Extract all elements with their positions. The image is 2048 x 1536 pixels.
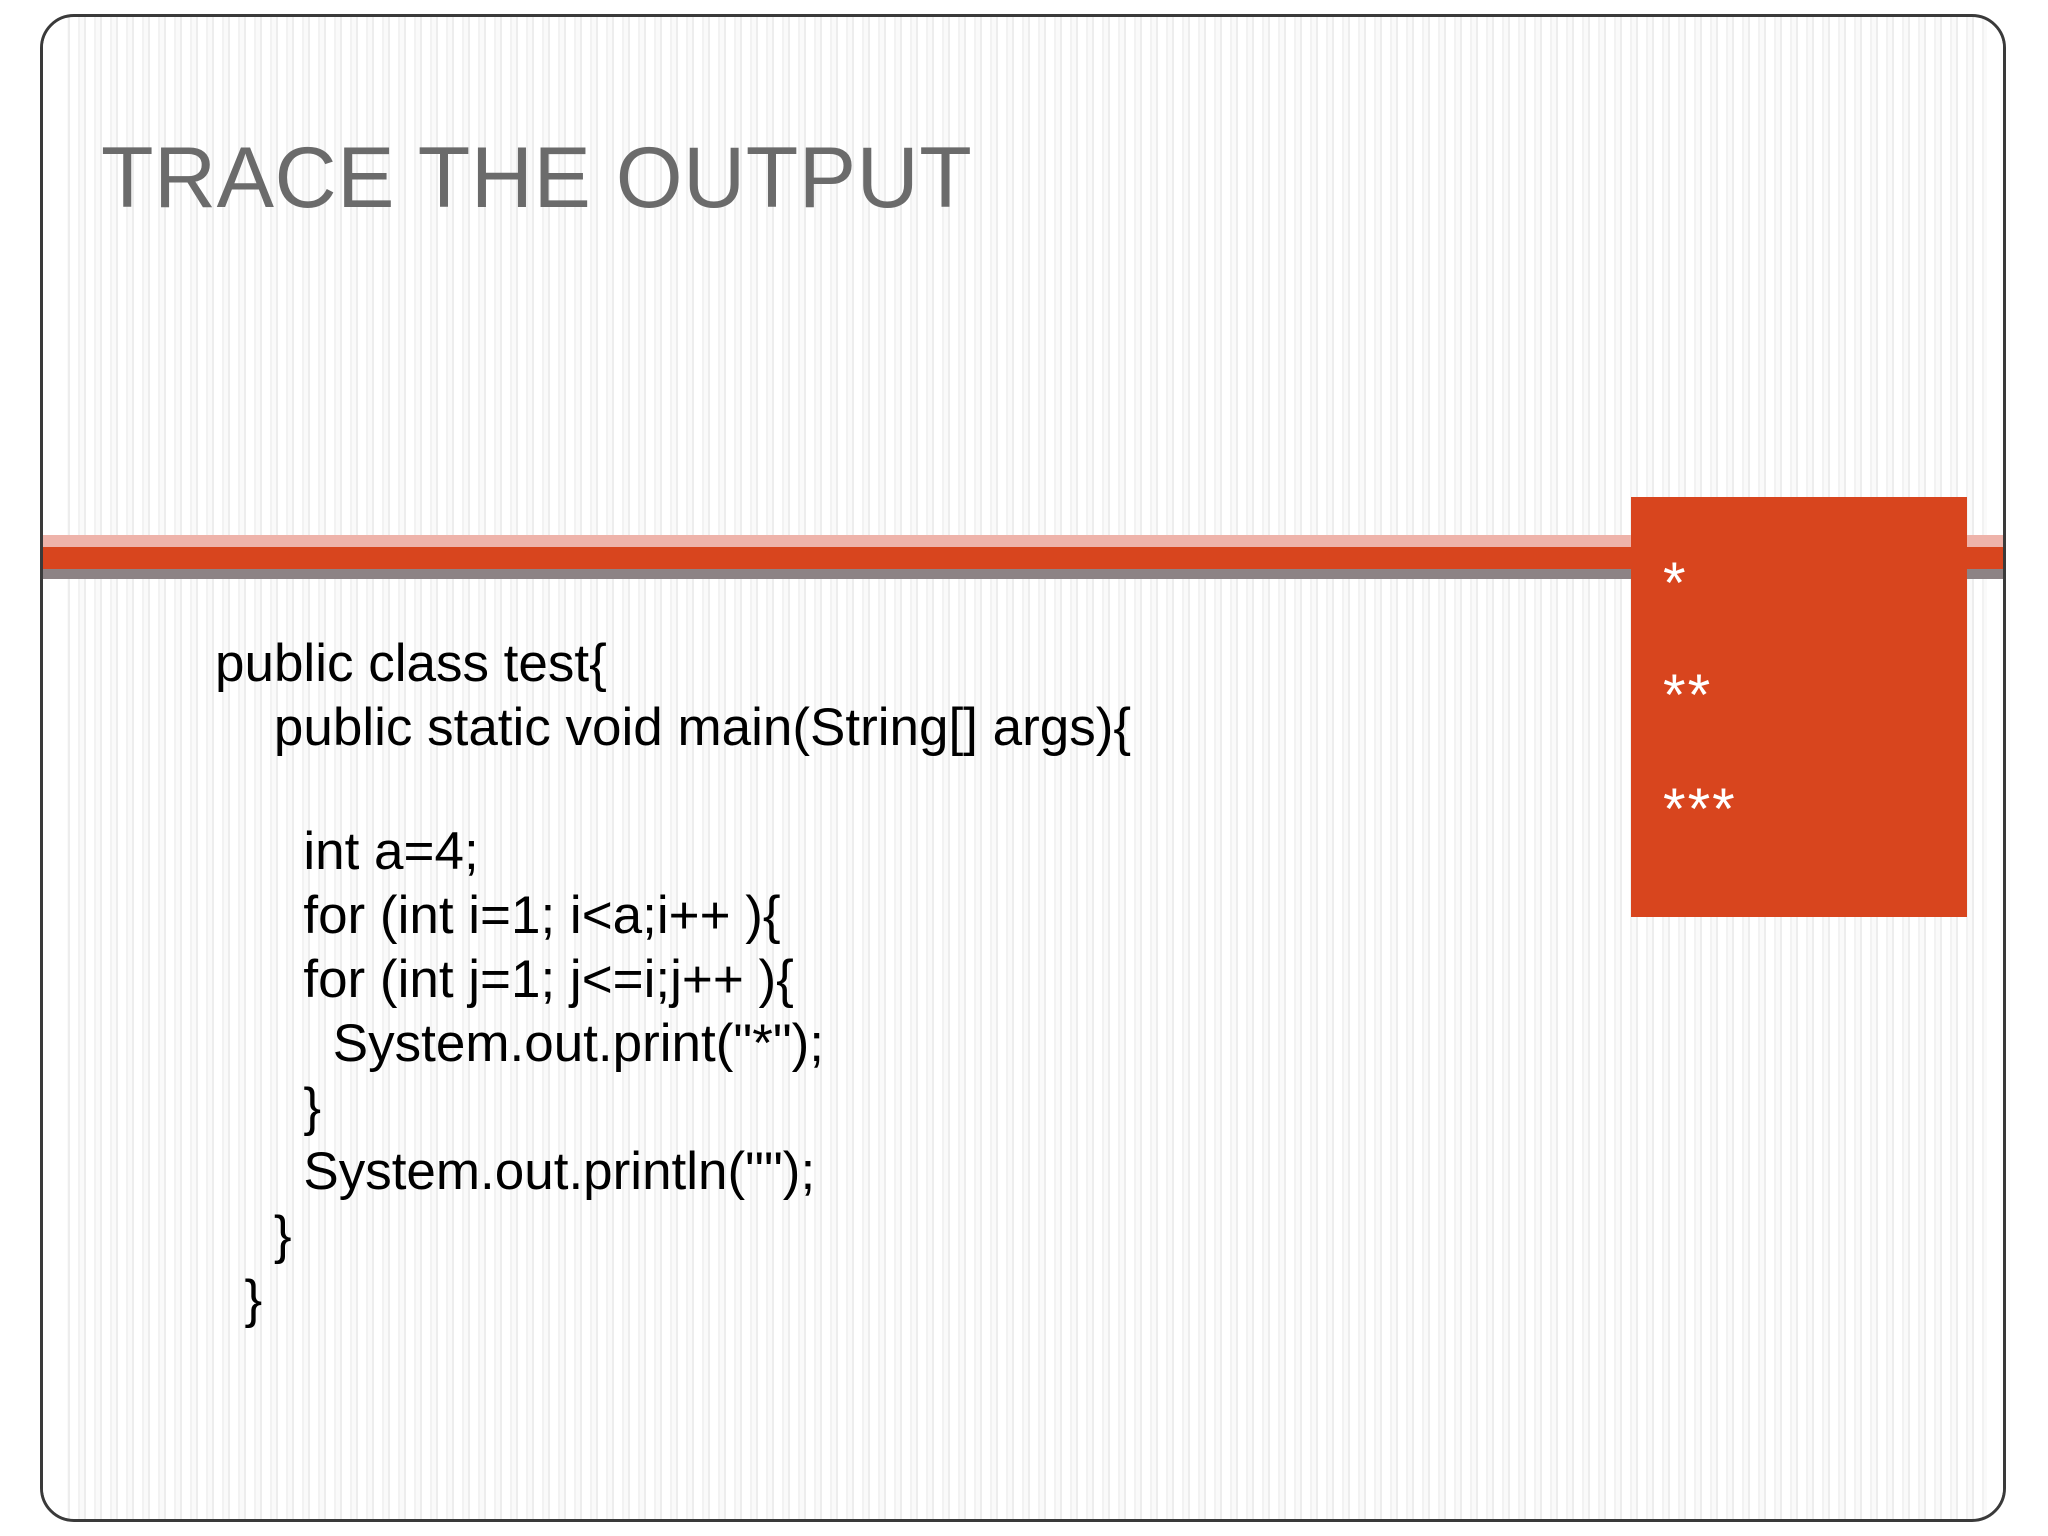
code-line: for (int i=1; i<a;i++ ){ bbox=[215, 886, 781, 945]
divider-band-pink bbox=[43, 535, 2003, 547]
code-line: } bbox=[215, 1270, 263, 1329]
slide-frame: TRACE THE OUTPUT public class test{ publ… bbox=[40, 14, 2006, 1522]
left-gutter bbox=[43, 17, 67, 1519]
code-line: public static void main(String[] args){ bbox=[215, 698, 1132, 757]
code-line: public class test{ bbox=[215, 634, 607, 693]
output-box: ****** bbox=[1631, 497, 1967, 917]
code-block: public class test{ public static void ma… bbox=[215, 632, 1131, 1332]
output-line: * bbox=[1663, 551, 1688, 616]
code-line: System.out.println(""); bbox=[215, 1142, 816, 1201]
page-title: TRACE THE OUTPUT bbox=[101, 129, 973, 226]
code-line: for (int j=1; j<=i;j++ ){ bbox=[215, 950, 794, 1009]
code-line: } bbox=[215, 1206, 292, 1265]
divider-band-gray bbox=[43, 569, 2003, 579]
code-line: } bbox=[215, 1078, 322, 1137]
output-line: ** bbox=[1663, 663, 1713, 728]
accent-divider bbox=[43, 525, 2003, 579]
code-line bbox=[215, 760, 1131, 820]
output-line: *** bbox=[1663, 777, 1737, 842]
code-line: int a=4; bbox=[215, 822, 479, 881]
right-gutter bbox=[1987, 17, 2003, 1519]
code-line: System.out.print("*"); bbox=[215, 1014, 825, 1073]
divider-band-orange bbox=[43, 547, 2003, 569]
